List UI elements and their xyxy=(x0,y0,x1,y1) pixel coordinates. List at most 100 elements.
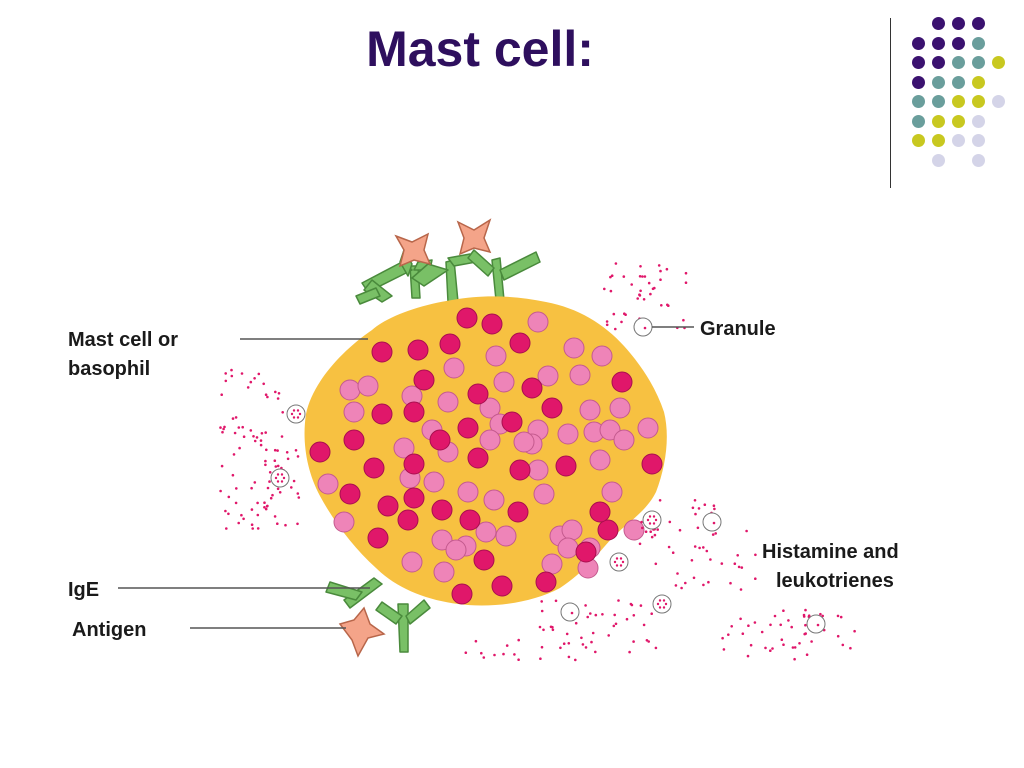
granule xyxy=(557,423,579,445)
granule xyxy=(339,379,361,401)
decorative-dot xyxy=(952,75,965,89)
mediator-dot xyxy=(646,518,650,522)
mediator-dot xyxy=(849,646,852,650)
granule xyxy=(613,429,635,451)
mediator-dot xyxy=(246,386,250,389)
mediator-dot xyxy=(554,599,558,603)
mediator-dot xyxy=(754,553,757,557)
mediator-dot xyxy=(773,614,777,618)
mediator-dot xyxy=(559,646,562,650)
mediator-dot xyxy=(721,636,724,640)
mediator-dot xyxy=(250,523,254,526)
mediator-dot xyxy=(620,320,623,324)
mediator-dot xyxy=(853,629,856,633)
granule xyxy=(555,455,577,477)
decorative-dot xyxy=(932,75,945,89)
mediator-dot xyxy=(674,584,678,587)
mediator-dot xyxy=(790,625,793,629)
mediator-dot xyxy=(284,523,287,527)
mediator-dot xyxy=(816,623,820,627)
mediator-dot xyxy=(779,623,782,627)
mediator-dot xyxy=(684,281,688,285)
mediator-dot xyxy=(562,642,566,645)
decorative-dot xyxy=(952,17,965,30)
granule xyxy=(309,441,331,463)
mediator-dot xyxy=(650,612,653,615)
mediator-dot xyxy=(737,565,741,569)
mediator-dot xyxy=(539,657,542,660)
mediator-dot xyxy=(782,609,785,612)
mediator-dot xyxy=(647,640,650,643)
granule xyxy=(459,509,481,531)
mediator-dot xyxy=(819,612,822,616)
mediator-dot xyxy=(262,382,266,386)
mediator-dot xyxy=(513,653,516,656)
granule xyxy=(363,457,385,479)
mast-cell-label-line-1: Mast cell or xyxy=(68,329,178,351)
mediator-dot xyxy=(613,613,616,617)
released-granule xyxy=(560,602,580,622)
granule xyxy=(609,397,631,419)
mediator-dot xyxy=(654,562,658,566)
granule xyxy=(641,453,663,475)
mediator-dot xyxy=(736,554,739,557)
mediator-dot xyxy=(298,412,302,416)
mediator-dot xyxy=(264,431,268,434)
mediator-dot xyxy=(268,471,272,474)
mediator-dot xyxy=(605,323,609,327)
mediator-dot xyxy=(641,275,644,278)
mediator-dot xyxy=(656,528,659,531)
mediator-dot xyxy=(841,643,845,647)
mediator-dot xyxy=(290,486,293,489)
granule xyxy=(527,459,549,481)
granule xyxy=(483,489,505,511)
mediator-dot xyxy=(666,303,669,307)
mediator-dot xyxy=(240,513,243,517)
mediator-dot xyxy=(682,318,685,322)
mediator-dot xyxy=(642,298,646,301)
mediator-dot xyxy=(601,613,604,616)
granule xyxy=(623,519,645,541)
decorative-dot xyxy=(932,153,945,167)
mediator-dot xyxy=(278,491,282,494)
mediator-dot xyxy=(220,393,223,397)
mediator-dot xyxy=(630,283,633,286)
mediator-dot xyxy=(230,368,233,372)
released-granule xyxy=(633,317,653,337)
mediator-dot xyxy=(644,530,648,533)
mediator-dot xyxy=(222,427,225,431)
mediator-dot xyxy=(589,612,592,615)
mediator-dot xyxy=(242,435,246,439)
mediator-dot xyxy=(264,507,268,511)
antigen-icon xyxy=(394,232,432,268)
slide-title: Mast cell: xyxy=(366,21,594,77)
mediator-dot xyxy=(277,392,281,395)
granule xyxy=(451,583,473,605)
mediator-dot xyxy=(746,654,750,658)
mediator-dot xyxy=(540,645,544,649)
mediator-dot xyxy=(741,632,745,635)
granule xyxy=(485,345,507,367)
released-mediators xyxy=(219,262,856,662)
mediator-dot xyxy=(671,551,675,554)
mediator-dot xyxy=(567,655,571,659)
mediator-dot xyxy=(274,476,278,480)
granule xyxy=(563,337,585,359)
released-granule xyxy=(806,614,826,634)
mediator-dot xyxy=(482,656,486,659)
granule xyxy=(561,519,583,541)
granule xyxy=(589,449,611,471)
ige-receptor xyxy=(467,249,541,301)
mediator-dot xyxy=(257,372,261,376)
mediator-dot xyxy=(780,638,784,641)
mediator-dot xyxy=(614,622,618,626)
granule xyxy=(479,429,501,451)
mediator-dot xyxy=(265,448,268,452)
mediator-dot xyxy=(707,580,710,584)
mediator-dot xyxy=(658,599,662,602)
granule-label: Granule xyxy=(700,318,776,340)
granule xyxy=(507,501,529,523)
released-granules xyxy=(270,317,826,634)
mediator-dot xyxy=(678,528,682,532)
mediator-dot xyxy=(650,535,654,539)
